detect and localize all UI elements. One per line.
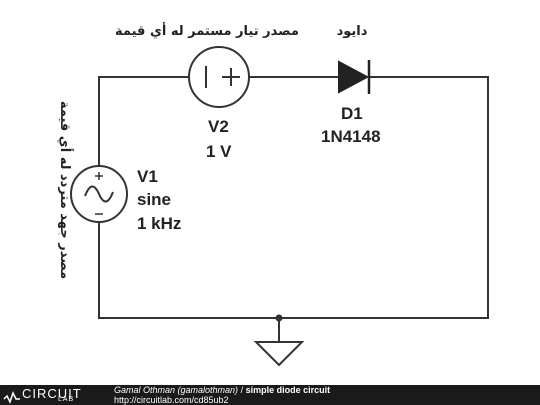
ground-symbol (253, 341, 305, 367)
v1-freq: 1 kHz (137, 214, 181, 233)
v1-annotation: مصدر جهد متردد له أي قيمة (57, 101, 74, 279)
credit-separator: / (238, 385, 246, 395)
v1-ac-source (70, 165, 128, 223)
footer-bar: CIRCUIT LAB Gamal Othman (gamalothman) /… (0, 385, 540, 405)
d1-annotation: دايود (337, 24, 368, 39)
circuit-url[interactable]: http://circuitlab.com/cd85ub2 (114, 395, 229, 405)
d1-name: D1 (341, 104, 363, 123)
circuit-title: simple diode circuit (245, 385, 331, 395)
logo-wordmark: CIRCUIT (22, 386, 82, 401)
v2-source (188, 46, 250, 108)
diode-d1 (338, 60, 371, 94)
v1-type: sine (137, 190, 171, 209)
wires (98, 76, 489, 342)
wire-top-left (98, 76, 189, 166)
circuit-schematic: V2 1 V D1 1N4148 V1 sine 1 kHz مصدر تيار… (57, 22, 489, 367)
circuitlab-logo-icon (3, 391, 20, 404)
d1-part: 1N4148 (321, 127, 381, 146)
v2-name: V2 (208, 117, 229, 136)
author-name: Gamal Othman (gamalothman) (114, 385, 239, 395)
credit-block: Gamal Othman (gamalothman) / simple diod… (114, 385, 330, 405)
junction-dot (275, 314, 283, 322)
v2-value: 1 V (206, 142, 232, 161)
v1-name: V1 (137, 167, 158, 186)
logo-sub: LAB (58, 396, 75, 403)
v2-annotation: مصدر تيار مستمر له أي قيمة (115, 22, 299, 39)
wire-top-right (98, 76, 489, 319)
